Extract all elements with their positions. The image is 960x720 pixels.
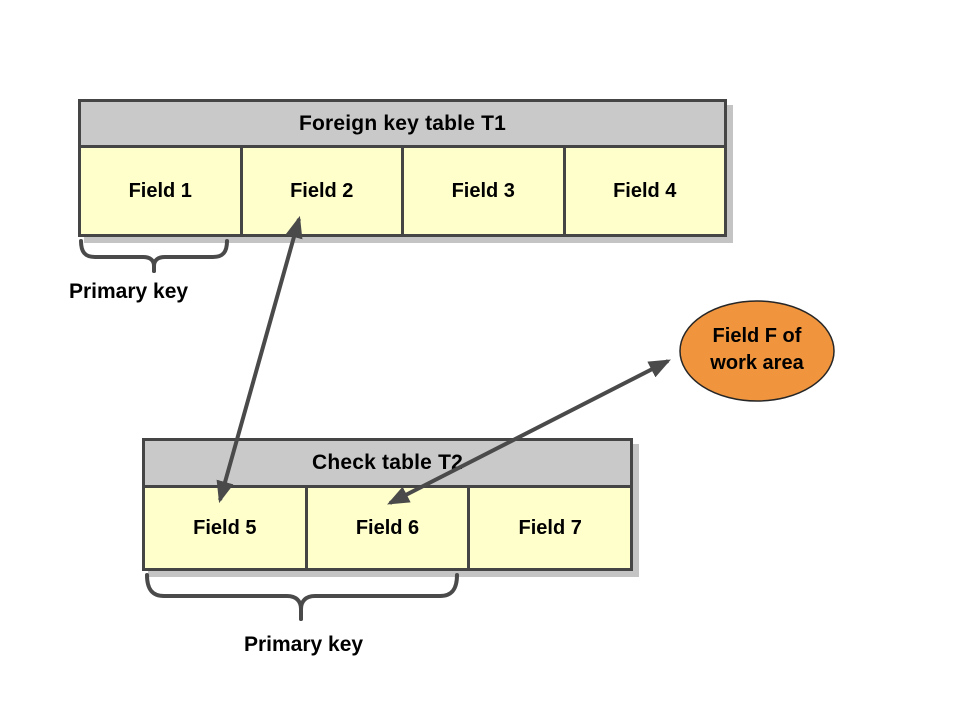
table-t1-cell-field-1: Field 1: [128, 179, 192, 202]
table-t1-cell-field-3: Field 3: [401, 148, 563, 234]
work-area-label-line1: Field F of: [712, 325, 802, 347]
table-t1-cell-field-2: Field 2: [239, 148, 402, 234]
table-t1-field-row: Field 1 Field 2 Field 3 Field 4: [78, 148, 727, 237]
brace-primary-key-t1: [79, 239, 229, 273]
table-t2-cell-field-5: Field 5: [193, 516, 257, 539]
primary-key-label-t2: Primary key: [244, 633, 364, 656]
table-t2-cell-field-7: Field 7: [467, 488, 630, 568]
brace-primary-key-t2: [145, 573, 459, 621]
primary-key-label-t1: Primary key: [69, 280, 189, 303]
table-foreign-key-t1: Foreign key table T1 Field 1 Field 2 Fie…: [78, 99, 727, 237]
work-area-label: Field F of work area: [680, 323, 834, 377]
table-t1-title: Foreign key table T1: [78, 99, 727, 148]
table-t2-cell-field-6: Field 6: [304, 488, 468, 568]
table-t2-field-row: Field 5 Field 6 Field 7: [142, 488, 633, 571]
table-t2-title: Check table T2: [142, 438, 633, 488]
work-area-label-line2: work area: [710, 352, 804, 374]
table-t1-cell-field-4: Field 4: [562, 148, 725, 234]
table-check-t2: Check table T2 Field 5 Field 6 Field 7: [142, 438, 633, 571]
